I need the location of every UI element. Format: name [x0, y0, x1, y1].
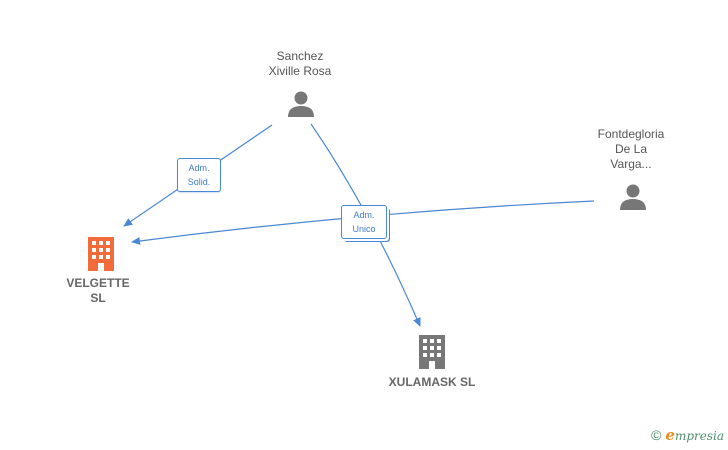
person-icon[interactable] [286, 89, 316, 119]
node-label-xulamask: XULAMASK SL [374, 375, 490, 390]
brand-watermark: © empresia [651, 426, 724, 444]
edge-badge-adm-unico[interactable]: Adm. Unico [341, 205, 387, 239]
copyright-icon: © [651, 427, 662, 443]
edge-badge-adm-solid[interactable]: Adm. Solid. [177, 158, 221, 192]
brand-logo[interactable]: empresia [665, 426, 724, 444]
node-label-line: SL [90, 291, 106, 305]
edge-badge-line: Solid. [187, 177, 211, 187]
edge-badge-line: Adm. [353, 210, 375, 220]
node-label-line: Varga... [610, 157, 652, 171]
node-label-sanchez: Sanchez Xiville Rosa [243, 49, 357, 79]
building-icon[interactable] [416, 334, 448, 370]
node-label-line: VELGETTE [66, 276, 130, 290]
edge-badge-line: Adm. [188, 163, 210, 173]
person-icon[interactable] [618, 182, 648, 212]
node-label-fontdegloria: Fontdegloria De La Varga... [574, 127, 688, 172]
node-label-line: Sanchez [276, 49, 324, 63]
node-label-velgette: VELGETTE SL [50, 276, 146, 306]
edge-badge-line: Unico [352, 224, 376, 234]
node-label-line: De La [614, 142, 648, 156]
brand-initial: e [665, 426, 675, 444]
node-label-line: Fontdegloria [597, 127, 665, 141]
node-label-line: Xiville Rosa [268, 64, 332, 78]
node-label-line: XULAMASK SL [388, 375, 476, 389]
brand-name: mpresia [674, 429, 724, 443]
building-icon[interactable] [85, 236, 117, 272]
